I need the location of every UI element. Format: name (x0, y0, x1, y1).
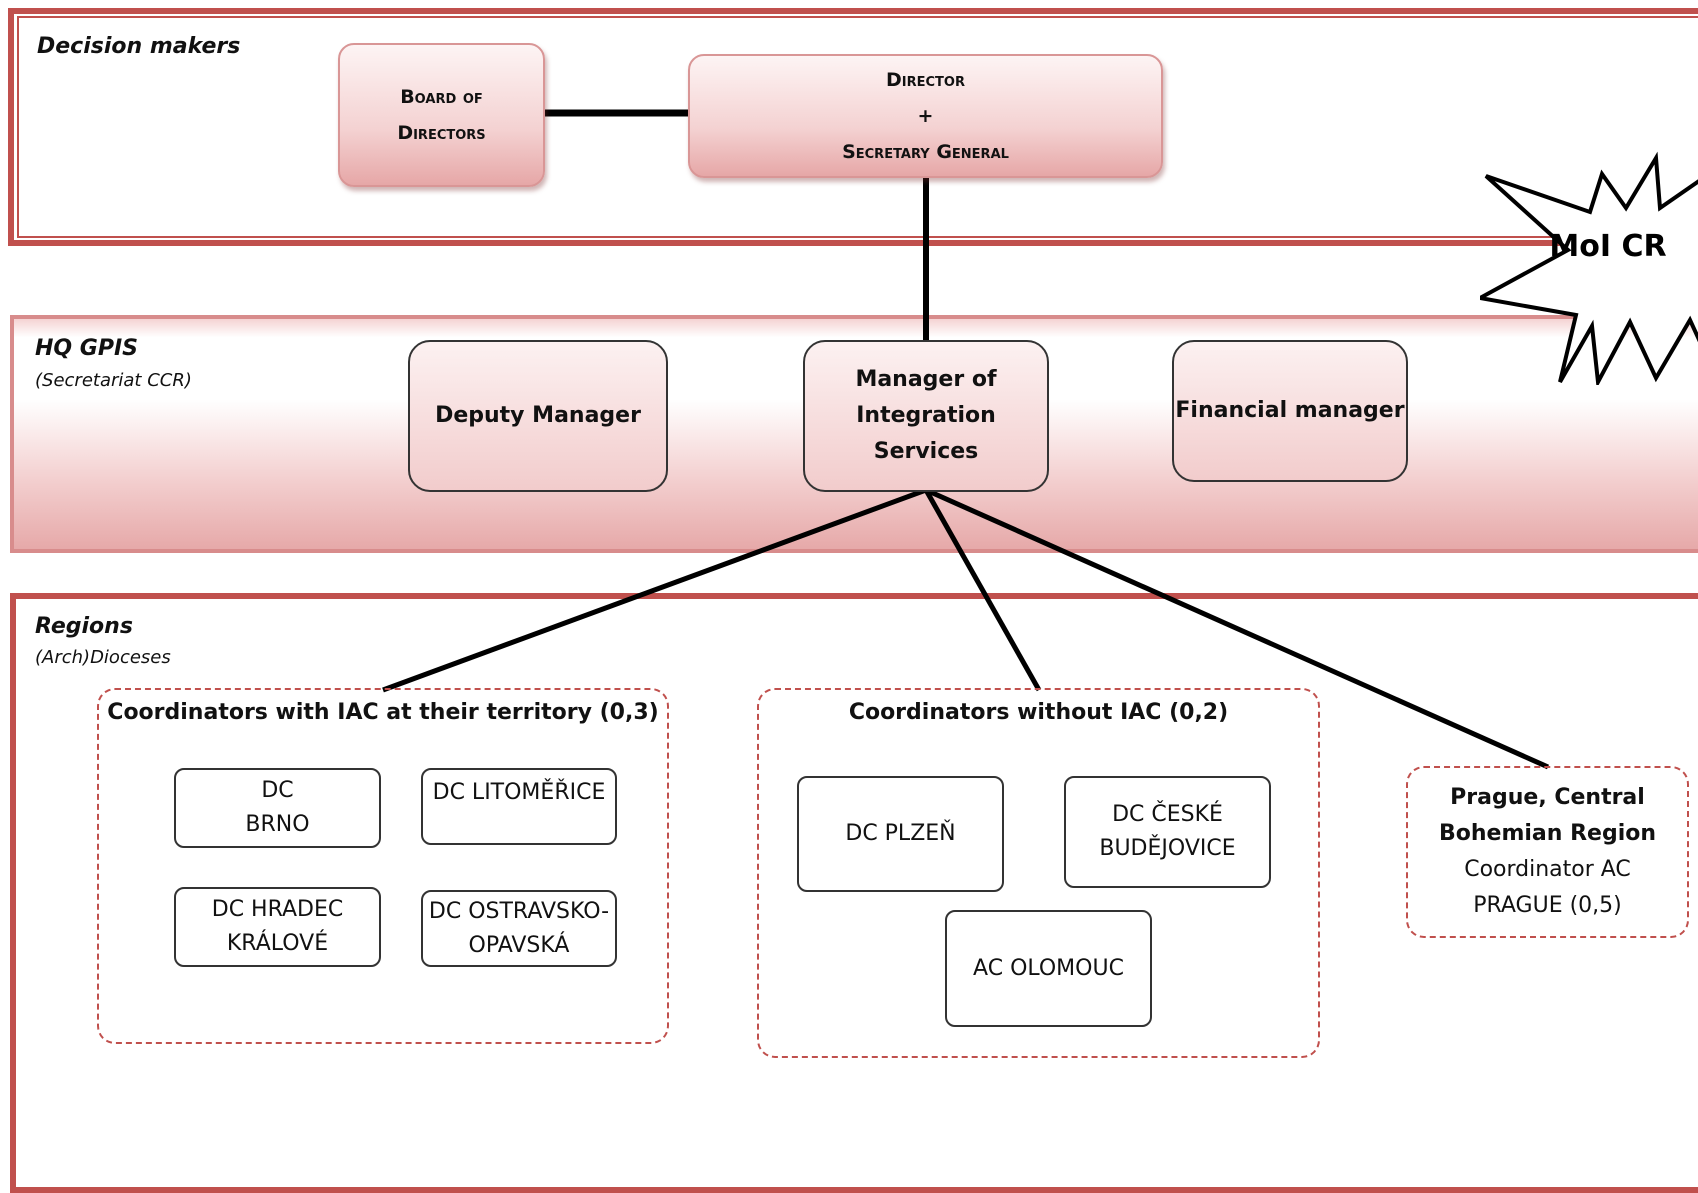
dc-litomerice-box: DC LITOMĚŘICE (421, 768, 617, 845)
director-box: Director + Secretary General (688, 54, 1163, 178)
without-iac-group (757, 688, 1320, 1058)
financial-manager-box: Financial manager (1172, 340, 1408, 482)
prague-coordinator-box: Prague, Central Bohemian Region Coordina… (1406, 766, 1689, 938)
dc-ceske-line-1: DC ČESKÉ (1112, 802, 1223, 827)
board-of-directors-box: Board of Directors (338, 43, 545, 187)
connector-lines (382, 109, 1550, 770)
dc-ostravsko-line-1: DC OSTRAVSKO- (428, 898, 610, 924)
manager-with-iac-connector (382, 487, 927, 693)
dc-litomerice-label: DC LITOMĚŘICE (432, 780, 606, 805)
board-line-2: Directors (397, 122, 486, 144)
dc-hradec-line-1: DC HRADEC (211, 897, 344, 922)
dc-brno-line-1: DC (261, 778, 294, 803)
decision-makers-band-inner (17, 16, 1698, 238)
director-line-3: Secretary General (842, 141, 1009, 163)
dc-plzen-box: DC PLZEŇ (797, 776, 1004, 892)
dc-plzen-label: DC PLZEŇ (845, 821, 956, 846)
dc-ostravsko-box: DC OSTRAVSKO- OPAVSKÁ (421, 890, 617, 967)
dc-brno-line-2: BRNO (245, 812, 310, 837)
dc-hradec-box: DC HRADEC KRÁLOVÉ (174, 887, 381, 967)
board-line-1: Board of (400, 86, 483, 108)
prague-line-1: Prague, Central (1450, 785, 1645, 810)
moi-cr-label: MoI CR (1549, 229, 1666, 264)
dc-brno-box: DC BRNO (174, 768, 381, 848)
manager-prague-connector (924, 487, 1550, 770)
prague-line-3: Coordinator AC (1464, 857, 1631, 882)
director-line-1: Director (886, 69, 965, 91)
prague-line-2: Bohemian Region (1438, 821, 1657, 846)
manager-without-iac-connector (923, 488, 1042, 692)
with-iac-title: Coordinators with IAC at their territory… (107, 700, 659, 725)
ac-olomouc-box: AC OLOMOUC (945, 910, 1152, 1027)
dc-ostravsko-line-2: OPAVSKÁ (468, 932, 570, 958)
regions-title: Regions (35, 614, 133, 639)
dc-ceske-budejovice-box: DC ČESKÉ BUDĚJOVICE (1064, 776, 1271, 888)
deputy-manager-label: Deputy Manager (435, 403, 641, 428)
hq-subtitle: (Secretariat CCR) (35, 370, 192, 391)
prague-line-4: PRAGUE (0,5) (1473, 893, 1622, 918)
manager-line-1: Manager of (855, 367, 997, 392)
moi-cr-starburst: MoI CR (1480, 151, 1698, 385)
dc-hradec-line-2: KRÁLOVÉ (226, 931, 329, 956)
regions-subtitle: (Arch)Dioceses (35, 647, 171, 668)
hq-title: HQ GPIS (35, 336, 138, 361)
director-line-2: + (917, 105, 934, 127)
dc-ceske-line-2: BUDĚJOVICE (1099, 836, 1236, 861)
decision-makers-title: Decision makers (37, 34, 241, 59)
ac-olomouc-label: AC OLOMOUC (973, 955, 1124, 981)
financial-manager-label: Financial manager (1175, 398, 1405, 423)
with-iac-group (97, 688, 669, 1044)
manager-line-2: Integration Services (856, 403, 996, 464)
without-iac-title: Coordinators without IAC (0,2) (848, 700, 1229, 725)
starburst-outline (1480, 151, 1698, 385)
manager-integration-box: Manager of Integration Services (803, 340, 1049, 492)
deputy-manager-box: Deputy Manager (408, 340, 668, 492)
